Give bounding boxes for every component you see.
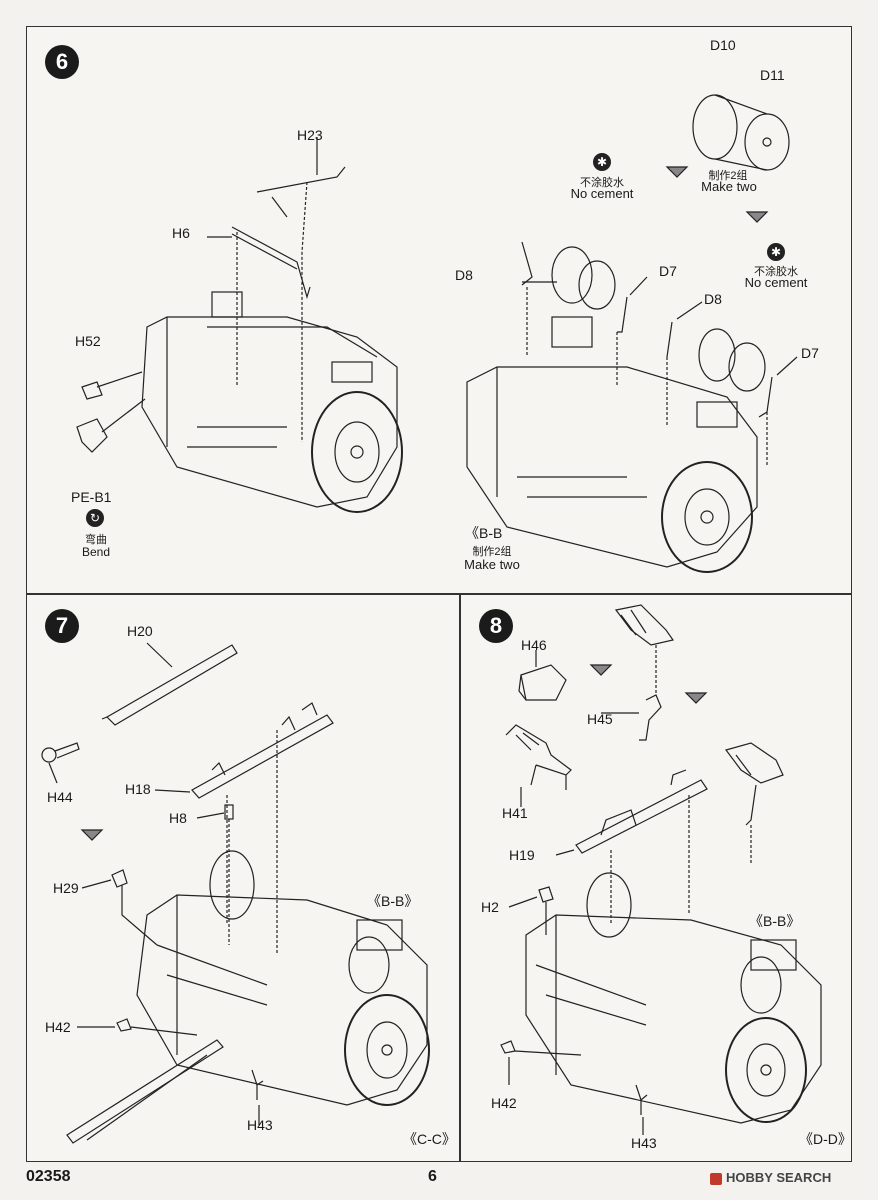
label-h8: H8 (169, 810, 187, 826)
label-d8-right: D8 (704, 291, 722, 307)
step-8-illustration (500, 604, 822, 1135)
label-make-two-cn: 制作2组 (708, 170, 748, 182)
label-no-cement-cn-1: 不涂胶水 (580, 177, 624, 189)
label-bb-step8: 《B-B》 (749, 913, 801, 929)
label-bb-make-two-en: Make two (464, 557, 520, 572)
step-8-panel: 8 (460, 594, 852, 1162)
watermark-logo-icon (710, 1172, 722, 1185)
label-d11: D11 (760, 67, 785, 83)
watermark: HOBBY SEARCH (710, 1170, 831, 1185)
label-bb-make-two-cn: 制作2组 (472, 546, 512, 558)
product-code: 02358 (26, 1168, 71, 1185)
label-d7-lower: D7 (801, 345, 819, 361)
step-6-badge: 6 (45, 45, 79, 79)
label-h6: H6 (172, 225, 190, 241)
label-h42-step8: H42 (491, 1095, 517, 1111)
label-h20: H20 (127, 623, 153, 639)
label-h44: H44 (47, 789, 73, 805)
label-bb-step6: 《B-B (465, 525, 503, 541)
watermark-text: HOBBY SEARCH (726, 1170, 832, 1185)
label-bb-step7: 《B-B》 (367, 893, 419, 909)
label-h45: H45 (587, 711, 613, 727)
label-bend-en: Bend (81, 545, 111, 559)
label-h23: H23 (297, 127, 323, 143)
label-h18: H18 (125, 781, 151, 797)
label-h43-step8: H43 (631, 1135, 657, 1151)
label-pe-b1: PE-B1 (71, 489, 112, 505)
step-8-badge: 8 (479, 609, 513, 643)
step-7-illustration (41, 642, 430, 1144)
bend-icon: ↻ (86, 509, 104, 527)
no-cement-icon-2: ✱ (767, 243, 785, 261)
label-h19: H19 (509, 847, 535, 863)
step-7-badge: 7 (45, 609, 79, 643)
label-cc: 《C-C》 (403, 1131, 456, 1147)
label-h29: H29 (53, 880, 79, 896)
label-d10: D10 (710, 37, 736, 53)
step-6-panel: 6 (26, 26, 852, 594)
page-number: 6 (428, 1168, 437, 1185)
label-h43-step7: H43 (247, 1117, 273, 1133)
label-no-cement-en-2: No cement (744, 275, 808, 290)
label-make-two-en: Make two (701, 179, 757, 194)
label-h41: H41 (502, 805, 528, 821)
label-d8-left: D8 (455, 267, 473, 283)
label-dd: 《D-D》 (799, 1131, 852, 1147)
label-d7-upper: D7 (659, 263, 677, 279)
no-cement-icon-1: ✱ (593, 153, 611, 171)
label-no-cement-cn-2: 不涂胶水 (754, 266, 798, 278)
label-no-cement-en-1: No cement (570, 186, 634, 201)
label-h2: H2 (481, 899, 499, 915)
label-bend-cn: 弯曲 (85, 534, 107, 546)
label-h42-step7: H42 (45, 1019, 71, 1035)
label-h46: H46 (521, 637, 547, 653)
step-7-panel: 7 (26, 594, 460, 1162)
label-h52: H52 (75, 333, 101, 349)
step-6-illustration (76, 94, 798, 573)
